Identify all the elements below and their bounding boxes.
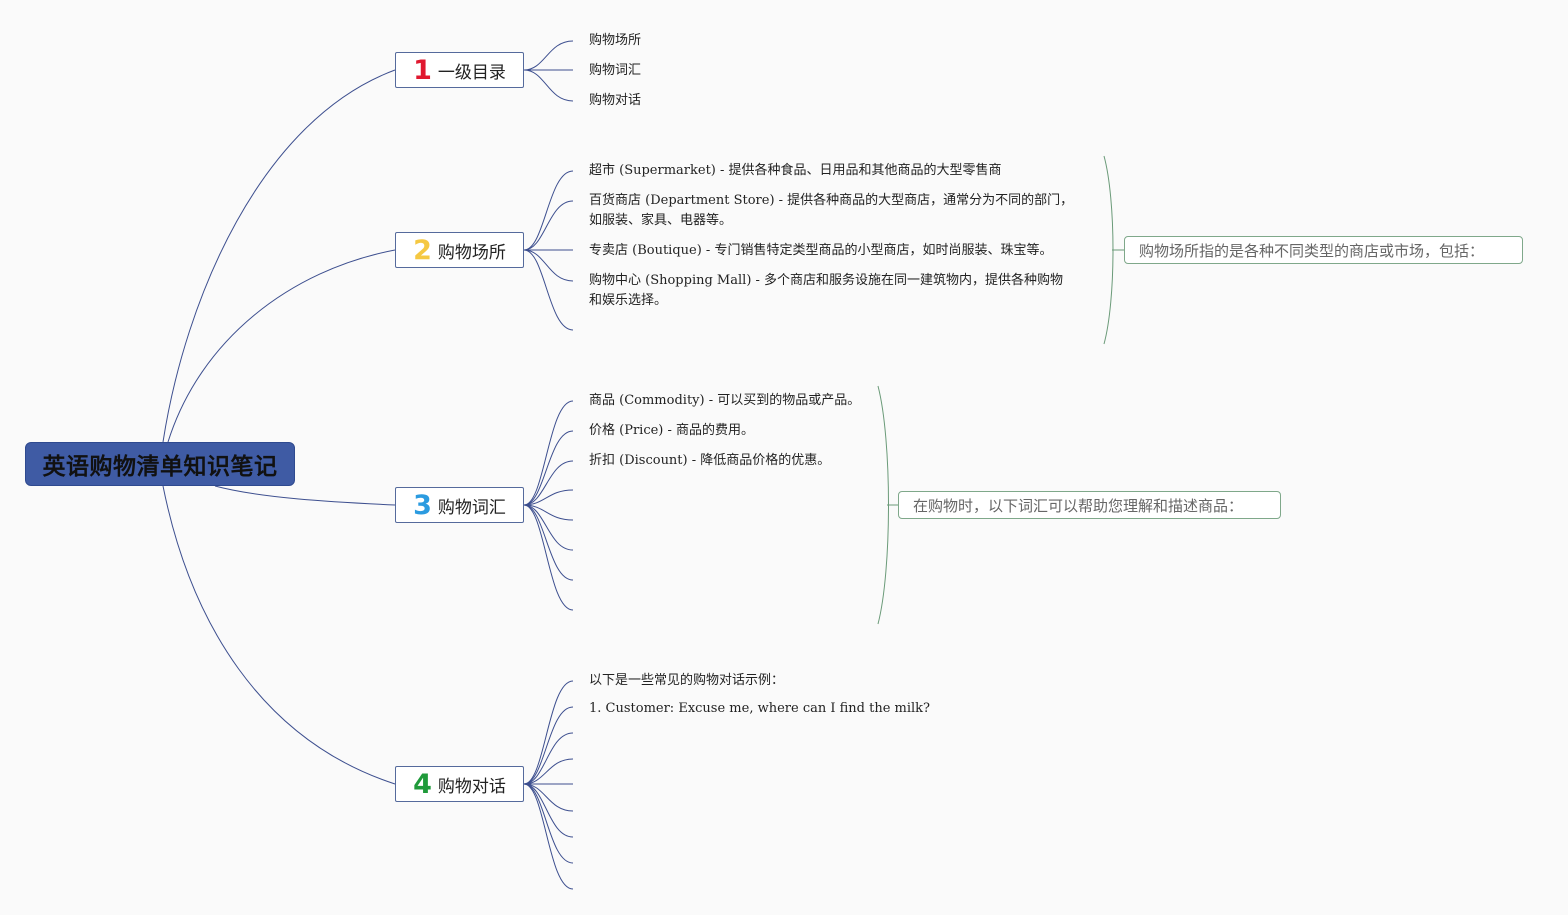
root-to-branch-1-line xyxy=(162,69,396,443)
branch-1-to-leaf-1-line xyxy=(523,40,574,71)
branch-2-to-leaf-2-line xyxy=(523,200,574,251)
leaf-topic-continued: 如服装、家具、电器等。 xyxy=(589,213,733,228)
branch-label: 一级目录 xyxy=(437,62,506,83)
branch-topic-shopping-places[interactable]: 2 购物场所 xyxy=(395,232,524,268)
leaf-topic[interactable]: 商品 (Commodity) - 可以买到的物品或产品。 xyxy=(589,393,861,408)
branch-3-to-leaf-3-line xyxy=(523,460,574,506)
branch-3-to-leaf-2-line xyxy=(523,430,574,506)
brace-places-line xyxy=(1103,155,1114,345)
root-to-branch-2-line xyxy=(167,249,396,443)
branch-4-to-leaf-8-line xyxy=(523,783,574,864)
root-to-branch-3-line xyxy=(214,485,396,506)
branch-3-to-leaf-8-line xyxy=(523,504,574,611)
root-to-branch-4-line xyxy=(162,485,396,785)
summary-note-text: 购物场所指的是各种不同类型的商店或市场，包括： xyxy=(1139,241,1485,260)
branch-topic-catalog[interactable]: 1 一级目录 xyxy=(395,52,524,88)
branch-4-to-leaf-2-line xyxy=(523,706,574,785)
branch-2-to-leaf-4-line xyxy=(523,249,574,282)
branch-3-to-leaf-4-line xyxy=(523,489,574,506)
summary-note-vocabulary[interactable]: 在购物时，以下词汇可以帮助您理解和描述商品： xyxy=(898,491,1281,519)
branch-4-to-leaf-4-line xyxy=(523,758,574,785)
number-2-icon: 2 xyxy=(413,234,432,266)
summary-note-text: 在购物时，以下词汇可以帮助您理解和描述商品： xyxy=(913,496,1244,515)
root-topic-label: 英语购物清单知识笔记 xyxy=(42,454,278,480)
leaf-topic[interactable]: 超市 (Supermarket) - 提供各种食品、日用品和其他商品的大型零售商 xyxy=(589,163,1002,178)
leaf-topic[interactable]: 购物对话 xyxy=(589,93,642,108)
number-1-icon: 1 xyxy=(413,54,432,86)
brace-vocabulary-line xyxy=(877,385,889,625)
branch-label: 购物场所 xyxy=(437,242,506,263)
branch-2-to-leaf-1-line xyxy=(523,170,574,251)
branch-label: 购物对话 xyxy=(437,776,506,797)
summary-note-places[interactable]: 购物场所指的是各种不同类型的商店或市场，包括： xyxy=(1124,236,1523,264)
branch-1-to-leaf-3-line xyxy=(523,69,574,102)
branch-2-to-leaf-5-line xyxy=(523,249,574,331)
branch-4-to-leaf-3-line xyxy=(523,732,574,785)
branch-topic-vocabulary[interactable]: 3 购物词汇 xyxy=(395,487,524,523)
branch-3-to-leaf-1-line xyxy=(523,400,574,506)
root-topic[interactable]: 英语购物清单知识笔记 xyxy=(25,442,295,486)
branch-label: 购物词汇 xyxy=(437,497,506,518)
leaf-topic[interactable]: 折扣 (Discount) - 降低商品价格的优惠。 xyxy=(589,453,831,468)
branch-4-to-leaf-7-line xyxy=(523,783,574,838)
branch-3-to-leaf-7-line xyxy=(523,504,574,581)
leaf-topic[interactable]: 价格 (Price) - 商品的费用。 xyxy=(589,423,755,438)
number-3-icon: 3 xyxy=(413,489,432,521)
leaf-topic[interactable]: 专卖店 (Boutique) - 专门销售特定类型商品的小型商店，如时尚服装、珠… xyxy=(589,243,1053,258)
branch-4-to-leaf-1-line xyxy=(523,680,574,785)
leaf-topic[interactable]: 以下是一些常见的购物对话示例： xyxy=(589,673,785,688)
leaf-topic[interactable]: 购物词汇 xyxy=(589,63,642,78)
branch-3-to-leaf-6-line xyxy=(523,504,574,551)
leaf-topic[interactable]: 1. Customer: Excuse me, where can I find… xyxy=(589,701,931,716)
leaf-topic[interactable]: 购物中心 (Shopping Mall) - 多个商店和服务设施在同一建筑物内，… xyxy=(589,273,1064,288)
branch-topic-dialogues[interactable]: 4 购物对话 xyxy=(395,766,524,802)
leaf-topic-continued: 和娱乐选择。 xyxy=(589,293,668,308)
leaf-topic[interactable]: 购物场所 xyxy=(589,33,642,48)
number-4-icon: 4 xyxy=(413,768,432,800)
leaf-topic[interactable]: 百货商店 (Department Store) - 提供各种商品的大型商店，通常… xyxy=(589,193,1074,208)
branch-4-to-leaf-9-line xyxy=(523,783,574,890)
